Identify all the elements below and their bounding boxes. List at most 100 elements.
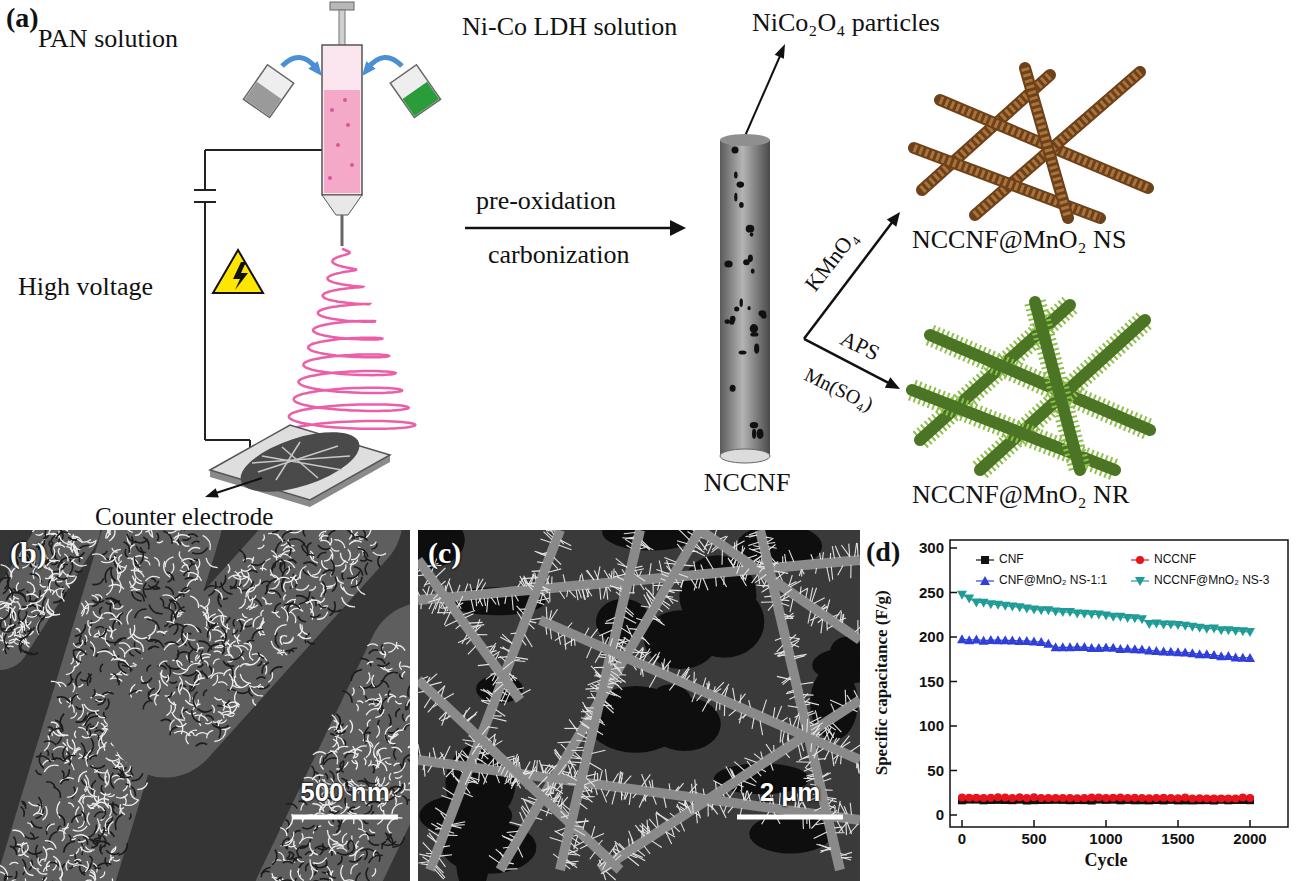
nanosheet <box>98 835 100 841</box>
nanowhisker <box>782 556 783 563</box>
nanosheet <box>275 633 279 648</box>
nanosheet <box>89 738 94 754</box>
nanowhisker <box>452 822 466 825</box>
nanosheet <box>36 770 42 775</box>
nanowhisker <box>747 761 751 766</box>
nanosheet <box>192 710 201 722</box>
electrospinning-setup <box>194 2 441 507</box>
nanosheet <box>214 651 222 653</box>
nanosheet <box>57 697 70 703</box>
nanowhisker <box>627 625 633 637</box>
nanowhisker <box>605 700 614 709</box>
nanosheet <box>20 878 26 881</box>
nanosheet <box>211 623 217 626</box>
nanowhisker <box>537 561 543 563</box>
nanosheet <box>62 570 75 576</box>
circuit-wire <box>194 150 322 447</box>
nanosheet <box>395 701 402 704</box>
syringe <box>322 45 362 195</box>
nanosheet <box>90 765 105 769</box>
nanosheet <box>106 639 122 643</box>
nanosheet <box>40 607 44 615</box>
nanosheet <box>53 860 57 871</box>
nanosheet <box>176 685 186 688</box>
nanosheet <box>140 547 144 564</box>
nanowhisker <box>552 562 558 568</box>
nanosheet <box>125 778 130 788</box>
nanosheet <box>360 559 367 561</box>
nanosheet <box>271 551 277 561</box>
nanosheet <box>258 652 264 658</box>
nanowhisker <box>497 597 499 605</box>
nanosheet <box>400 674 404 680</box>
nanosheet <box>256 618 263 630</box>
nanosheet <box>91 842 98 848</box>
nanosheet <box>283 545 294 550</box>
nanosheet <box>182 625 187 633</box>
nanosheet <box>105 699 109 710</box>
leader-arrow <box>775 44 785 59</box>
nanosheet <box>212 630 225 638</box>
nanosheet <box>408 682 410 697</box>
nanosheet <box>401 666 410 674</box>
nanowhisker <box>799 569 801 576</box>
nanosheet <box>207 730 214 738</box>
nanowhisker <box>423 857 430 861</box>
nanowhisker <box>694 561 696 571</box>
nanosheet <box>268 672 272 682</box>
nanosheet <box>84 779 86 790</box>
nanosheet <box>383 672 398 680</box>
nanosheet <box>76 672 81 688</box>
syringe <box>336 143 340 147</box>
nanosheet <box>151 586 160 589</box>
nanosheet <box>350 561 354 575</box>
nanosheet <box>85 716 98 726</box>
pore <box>644 610 718 669</box>
nanosheet <box>85 601 88 615</box>
nanosheet <box>38 618 44 633</box>
nanosheet <box>46 861 50 871</box>
nanosheet <box>10 598 19 602</box>
nanowhisker <box>487 598 488 613</box>
nanowhisker <box>503 847 509 849</box>
nanosheet <box>88 804 95 808</box>
nanowhisker <box>451 826 461 829</box>
nanosheet <box>19 638 23 653</box>
pore <box>749 814 832 854</box>
nanowhisker <box>561 744 567 749</box>
process-arrow <box>670 220 686 236</box>
nanosheet <box>406 715 410 722</box>
nanowhisker <box>789 550 794 562</box>
nanosheet <box>376 659 385 664</box>
nanosheet <box>403 796 408 805</box>
nanosheet <box>44 735 49 751</box>
nanosheet <box>68 862 79 864</box>
nanosheet <box>307 641 315 644</box>
nanosheet <box>212 705 215 713</box>
nanowhisker <box>715 577 717 586</box>
nanosheet <box>129 691 141 695</box>
nanosheet <box>137 783 147 790</box>
nanowhisker <box>524 634 532 647</box>
nanosheet <box>408 795 410 800</box>
nanosheet <box>69 835 71 841</box>
nanosheet <box>359 834 367 838</box>
nanosheet <box>187 572 202 581</box>
collector-plate <box>210 420 390 507</box>
nanowhisker <box>484 598 486 606</box>
nanosheet <box>331 850 336 854</box>
nanosheet <box>272 873 283 881</box>
nanosheet <box>347 571 360 578</box>
nanosheet <box>388 696 394 703</box>
syringe <box>343 98 347 102</box>
nanowhisker <box>647 595 654 602</box>
pore <box>456 832 489 881</box>
nanosheet <box>286 547 295 551</box>
nanowhisker <box>642 637 650 645</box>
nanowhisker <box>587 570 594 580</box>
nanosheet <box>177 594 184 598</box>
nanowhisker <box>597 566 600 580</box>
nanowhisker <box>666 595 673 604</box>
nanosheet <box>235 691 240 707</box>
nanosheet <box>111 567 116 581</box>
